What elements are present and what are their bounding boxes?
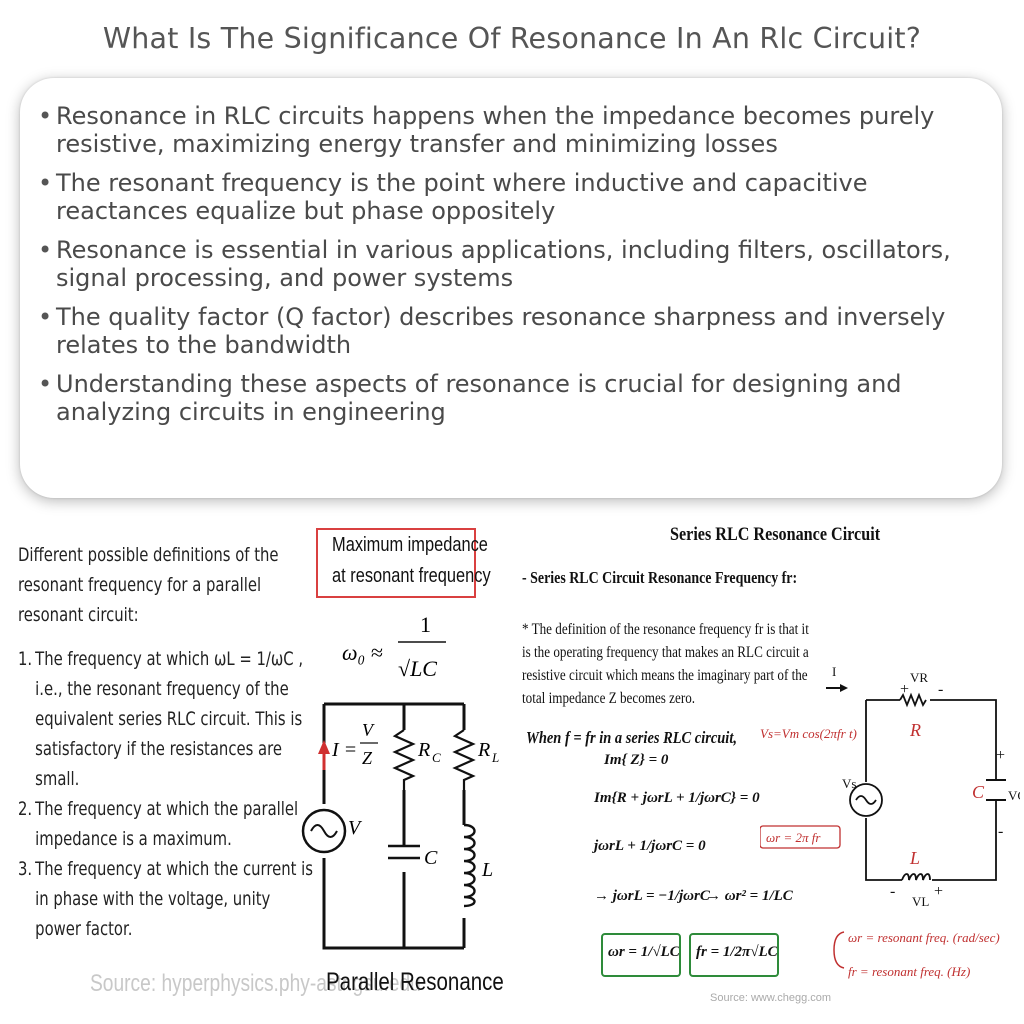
label-rc-sub: C [432,750,441,765]
max-impedance-box: Maximum impedance at resonant frequency [316,528,491,598]
handwritten-wr: ωr = 2π fr [766,830,821,845]
summary-card: Resonance in RLC circuits happens when t… [20,78,1002,498]
series-label-vs: Vs [842,776,856,791]
series-label-r: R [909,720,921,740]
series-label-l: L [909,848,920,868]
equation-1: Im{ Z} = 0 [603,752,669,768]
label-l: L [481,859,493,881]
definitions-intro: Different possible definitions of the re… [18,544,279,626]
series-title: Series RLC Resonance Circuit [670,524,881,545]
summary-bullet: Resonance is essential in various applic… [38,236,988,292]
svg-text:+: + [934,883,943,900]
equation-4b: → ωr² = 1/LC [706,888,794,904]
summary-bullet: The quality factor (Q factor) describes … [38,303,988,359]
handwritten-note-1: ωr = resonant freq. (rad/sec) [848,930,1000,945]
series-label-i: I [832,664,836,679]
series-label-vr: VR [910,670,928,685]
label-rl: R [477,739,490,761]
equation-5b: fr = 1/2π√LC [696,944,779,960]
svg-text:-: - [938,681,943,698]
parallel-definitions: Different possible definitions of the re… [18,540,318,944]
box-line-2: at resonant frequency [332,565,491,587]
svg-text:+: + [996,747,1005,764]
label-current: I = [331,739,357,761]
summary-bullet: The resonant frequency is the point wher… [38,169,988,225]
svg-text:-: - [890,883,895,900]
label-v: V [348,817,363,839]
definition-number: 1. [18,648,33,670]
svg-text:+: + [900,681,909,698]
svg-text:-: - [998,823,1003,840]
summary-bullet: Understanding these aspects of resonance… [38,370,988,426]
label-z: Z [362,748,373,768]
summary-bullet: Resonance in RLC circuits happens when t… [38,102,988,158]
equation-4a: → jωrL = −1/jωrC [594,888,711,904]
equation-2: Im{R + jωrL + 1/jωrC} = 0 [593,790,760,806]
formula-lhs: ω₀ ≈ [342,640,383,665]
definition-number: 3. [18,858,33,880]
definition-item: 3.The frequency at which the current is … [18,854,314,944]
series-label-vl: VL [912,894,929,909]
equation-5a: ωr = 1/√LC [608,944,681,960]
definition-item: 1.The frequency at which ωL = 1/ωC , i.e… [18,644,314,794]
formula-numerator: 1 [420,612,431,637]
box-line-1: Maximum impedance [332,534,488,556]
label-rl-sub: L [491,750,499,765]
series-label-vc: VC [1008,788,1020,803]
parallel-circuit-diagram: ω₀ ≈ 1 √LC I = V Z R C R L C L V [301,612,499,950]
definition-item: 2.The frequency at which the parallel im… [18,794,314,854]
series-definition: * The definition of the resonance freque… [522,621,809,707]
source-left: Source: hyperphysics.phy-astr.gsu.edu [90,970,421,997]
series-subtitle: - Series RLC Circuit Resonance Frequency… [522,568,798,587]
label-v-over: V [362,720,375,740]
definition-text: The frequency at which the current is in… [35,858,314,940]
handwritten-note-2: fr = resonant freq. (Hz) [848,964,970,979]
label-c: C [424,847,438,869]
handwritten-vs: Vs=Vm cos(2πfr t) [760,726,857,741]
page-title: What Is The Significance Of Resonance In… [102,22,922,55]
definitions-list: 1.The frequency at which ωL = 1/ωC , i.e… [18,644,314,944]
series-circuit-diagram: I VR Vs VC VL R C L + - + - + - Vs=Vm cos(2… [760,664,1020,979]
parallel-caption: Parallel Resonance [326,968,504,996]
definition-text: The frequency at which the parallel impe… [35,798,299,850]
series-equations: Im{ Z} = 0 Im{R + jωrL + 1/jωrC} = 0 jωr… [592,752,794,977]
definition-text: The frequency at which ωL = 1/ωC , i.e.,… [35,648,304,790]
series-when: When f = fr in a series RLC circuit, [526,728,737,747]
summary-list: Resonance in RLC circuits happens when t… [38,102,988,437]
formula-denominator: √LC [398,656,437,681]
series-label-c: C [972,782,985,802]
label-rc: R [417,739,430,761]
equation-3: jωrL + 1/jωrC = 0 [592,838,706,854]
definition-number: 2. [18,798,33,820]
source-right: Source: www.chegg.com [710,992,832,1004]
